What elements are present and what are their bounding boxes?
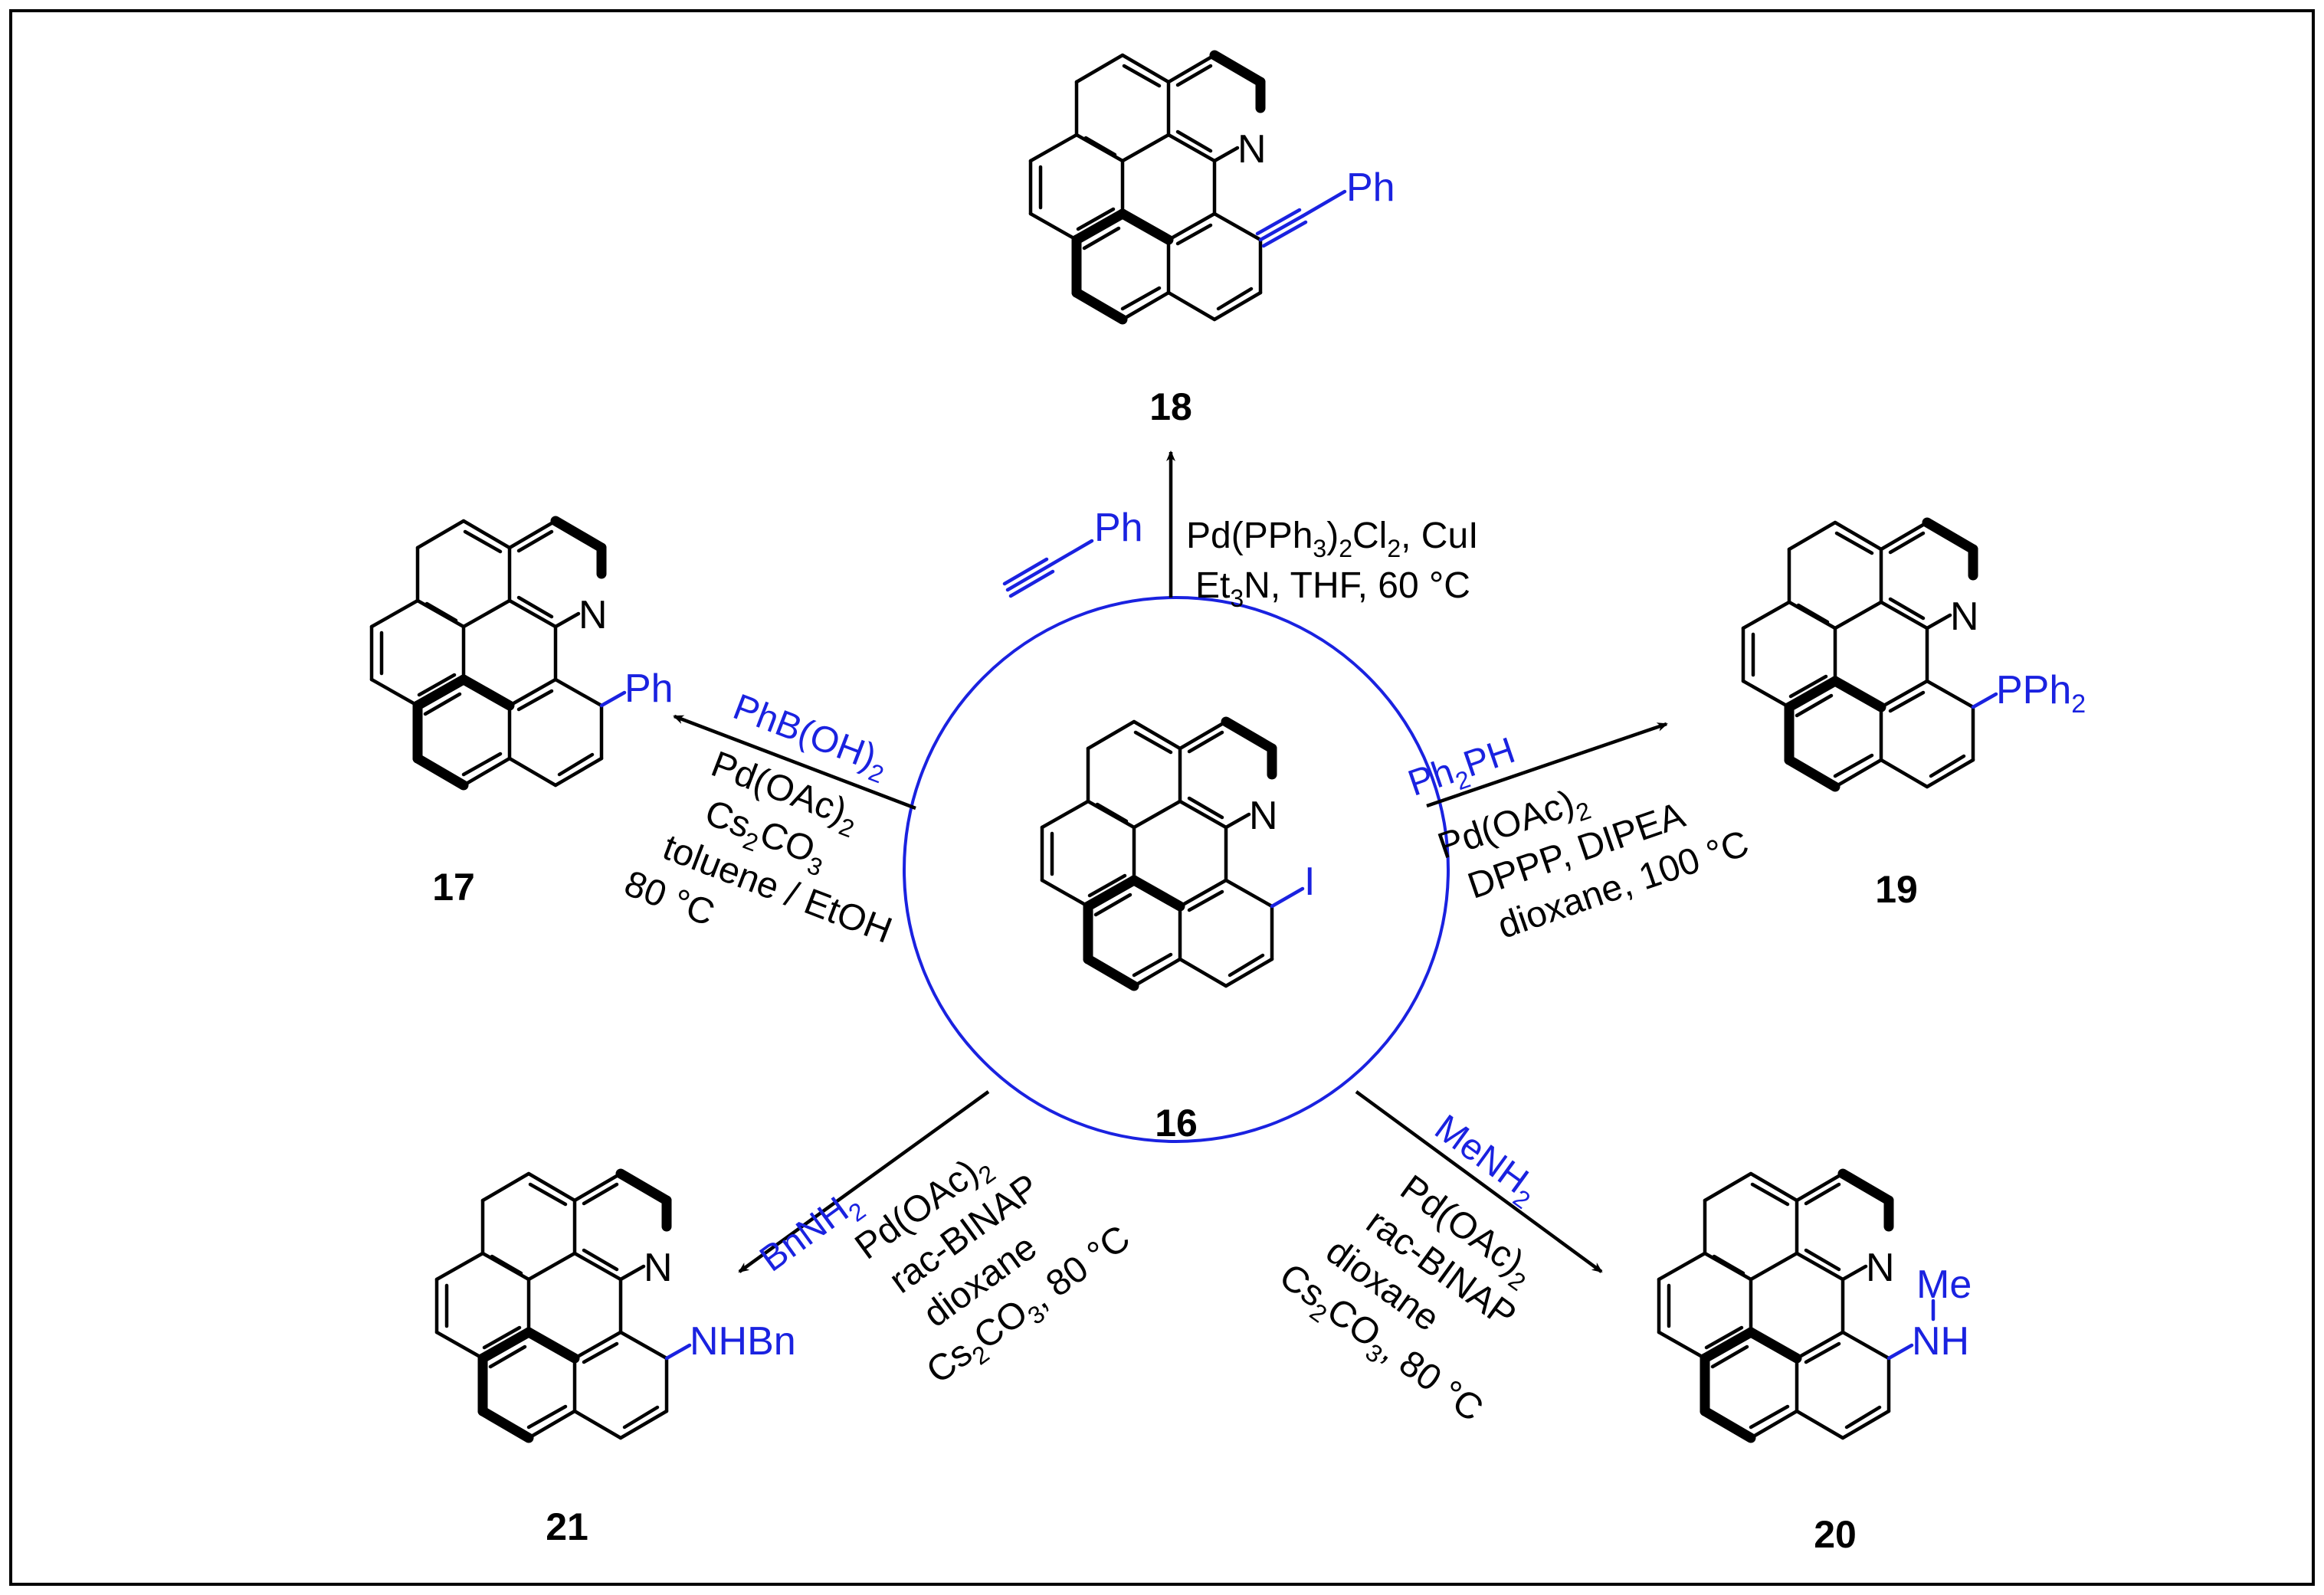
diphenylphosphino-label: PPh2 — [1996, 668, 2086, 719]
svg-text:Ph: Ph — [1094, 506, 1143, 550]
condition-18-catalyst: Pd(PPh3)2Cl2, CuI — [1186, 516, 1479, 562]
compound-18-structure: N Ph — [1031, 55, 1395, 319]
nitrogen-label: N — [644, 1246, 673, 1290]
iodo-label: I — [1304, 860, 1315, 904]
nitrogen-label: N — [1249, 794, 1278, 838]
nitrogen-label: N — [579, 593, 608, 637]
compound-20-structure: N NH Me — [1659, 1174, 1972, 1438]
compound-17-number: 17 — [432, 866, 475, 909]
arrow-to-20 — [1355, 1090, 1603, 1273]
compound-20-number: 20 — [1814, 1513, 1857, 1556]
compound-21-structure: N NHBn — [437, 1174, 796, 1438]
phenylacetylene-reagent: Ph — [1002, 506, 1143, 598]
arrow-to-17 — [673, 714, 916, 811]
methyl-label: Me — [1916, 1263, 1972, 1307]
compound-19-number: 19 — [1875, 868, 1918, 911]
phenyl-label: Ph — [624, 666, 674, 711]
reagent-19-diphenylphosphine: Ph2PH — [1403, 730, 1522, 810]
figure-frame — [9, 9, 2315, 1586]
compound-17-structure: N Ph — [372, 521, 674, 785]
nitrogen-label: N — [1237, 127, 1267, 172]
arrow-to-21 — [738, 1090, 990, 1273]
compound-19-structure: N PPh2 — [1743, 522, 2086, 787]
phenyl-label: Ph — [1346, 165, 1395, 210]
nitrogen-label: N — [1866, 1246, 1895, 1290]
reactant-highlight-circle — [903, 596, 1450, 1143]
condition-18-base-solvent: Et3N, THF, 60 °C — [1195, 565, 1470, 612]
compound-21-number: 21 — [546, 1505, 588, 1548]
compound-16-structure: N I — [1042, 722, 1315, 986]
arrow-to-19 — [1426, 722, 1668, 808]
benzylamino-label: NHBn — [690, 1319, 796, 1364]
compound-16-number: 16 — [1155, 1102, 1198, 1145]
nitrogen-label: N — [1950, 594, 1979, 639]
compound-18-number: 18 — [1149, 385, 1192, 428]
amino-nh-label: NH — [1912, 1319, 1969, 1364]
